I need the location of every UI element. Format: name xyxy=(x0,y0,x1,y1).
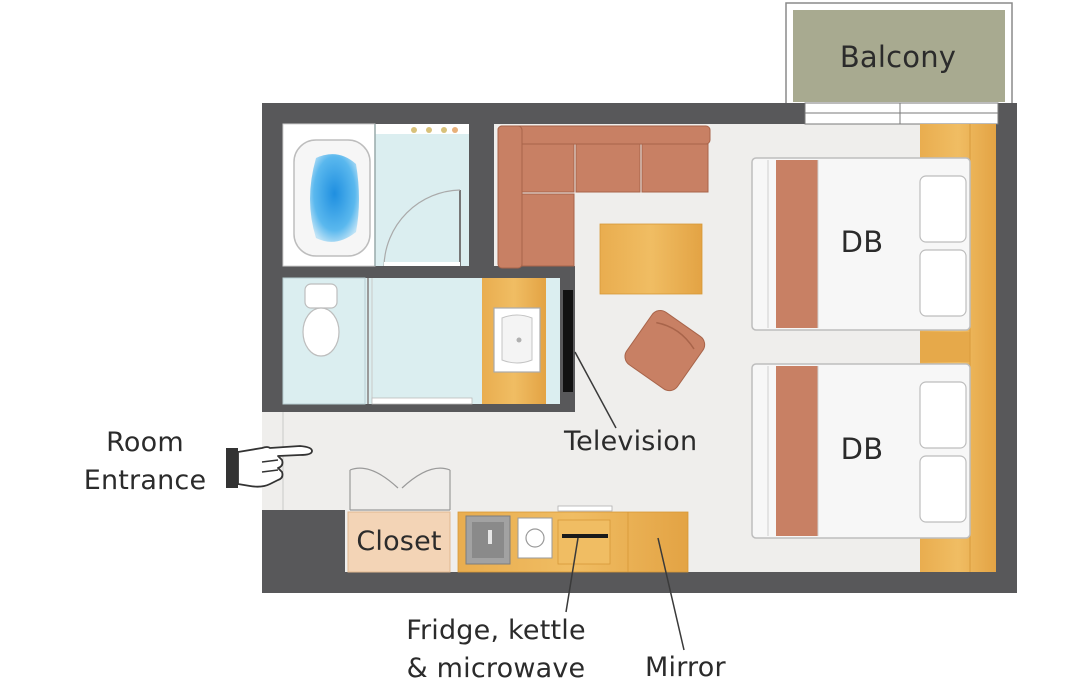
television-label: Television xyxy=(564,426,698,457)
toilet xyxy=(302,283,340,357)
armchair xyxy=(624,310,706,392)
closet xyxy=(347,511,451,573)
bathtub xyxy=(282,123,376,267)
room-entrance-label: Room Entrance xyxy=(74,424,216,500)
balcony-window xyxy=(804,102,999,125)
coffee-table xyxy=(599,223,703,295)
television xyxy=(563,290,573,392)
room-entrance-line1: Room xyxy=(106,427,184,458)
bed-1 xyxy=(751,157,971,331)
fridge-label-line1: Fridge, kettle xyxy=(406,615,586,646)
vanity-sink xyxy=(482,278,546,404)
room-entrance-line2: Entrance xyxy=(83,465,207,496)
closet-doors xyxy=(349,467,451,511)
sofa xyxy=(497,125,711,269)
balcony-label: Balcony xyxy=(839,40,957,74)
kitchen-counter xyxy=(457,505,689,573)
leader-lines xyxy=(565,351,685,651)
fridge-label-line2: & microwave xyxy=(406,653,586,684)
pointing-hand-icon xyxy=(226,445,313,488)
bed-2-label: DB xyxy=(840,432,884,466)
shower-area xyxy=(374,124,469,267)
bed-1-label: DB xyxy=(840,225,884,259)
mirror-label: Mirror xyxy=(645,652,726,683)
balcony xyxy=(785,2,1013,106)
closet-label: Closet xyxy=(356,526,442,557)
bed-2 xyxy=(751,363,971,539)
fridge-kettle-microwave-label: Fridge, kettle & microwave xyxy=(386,612,606,688)
